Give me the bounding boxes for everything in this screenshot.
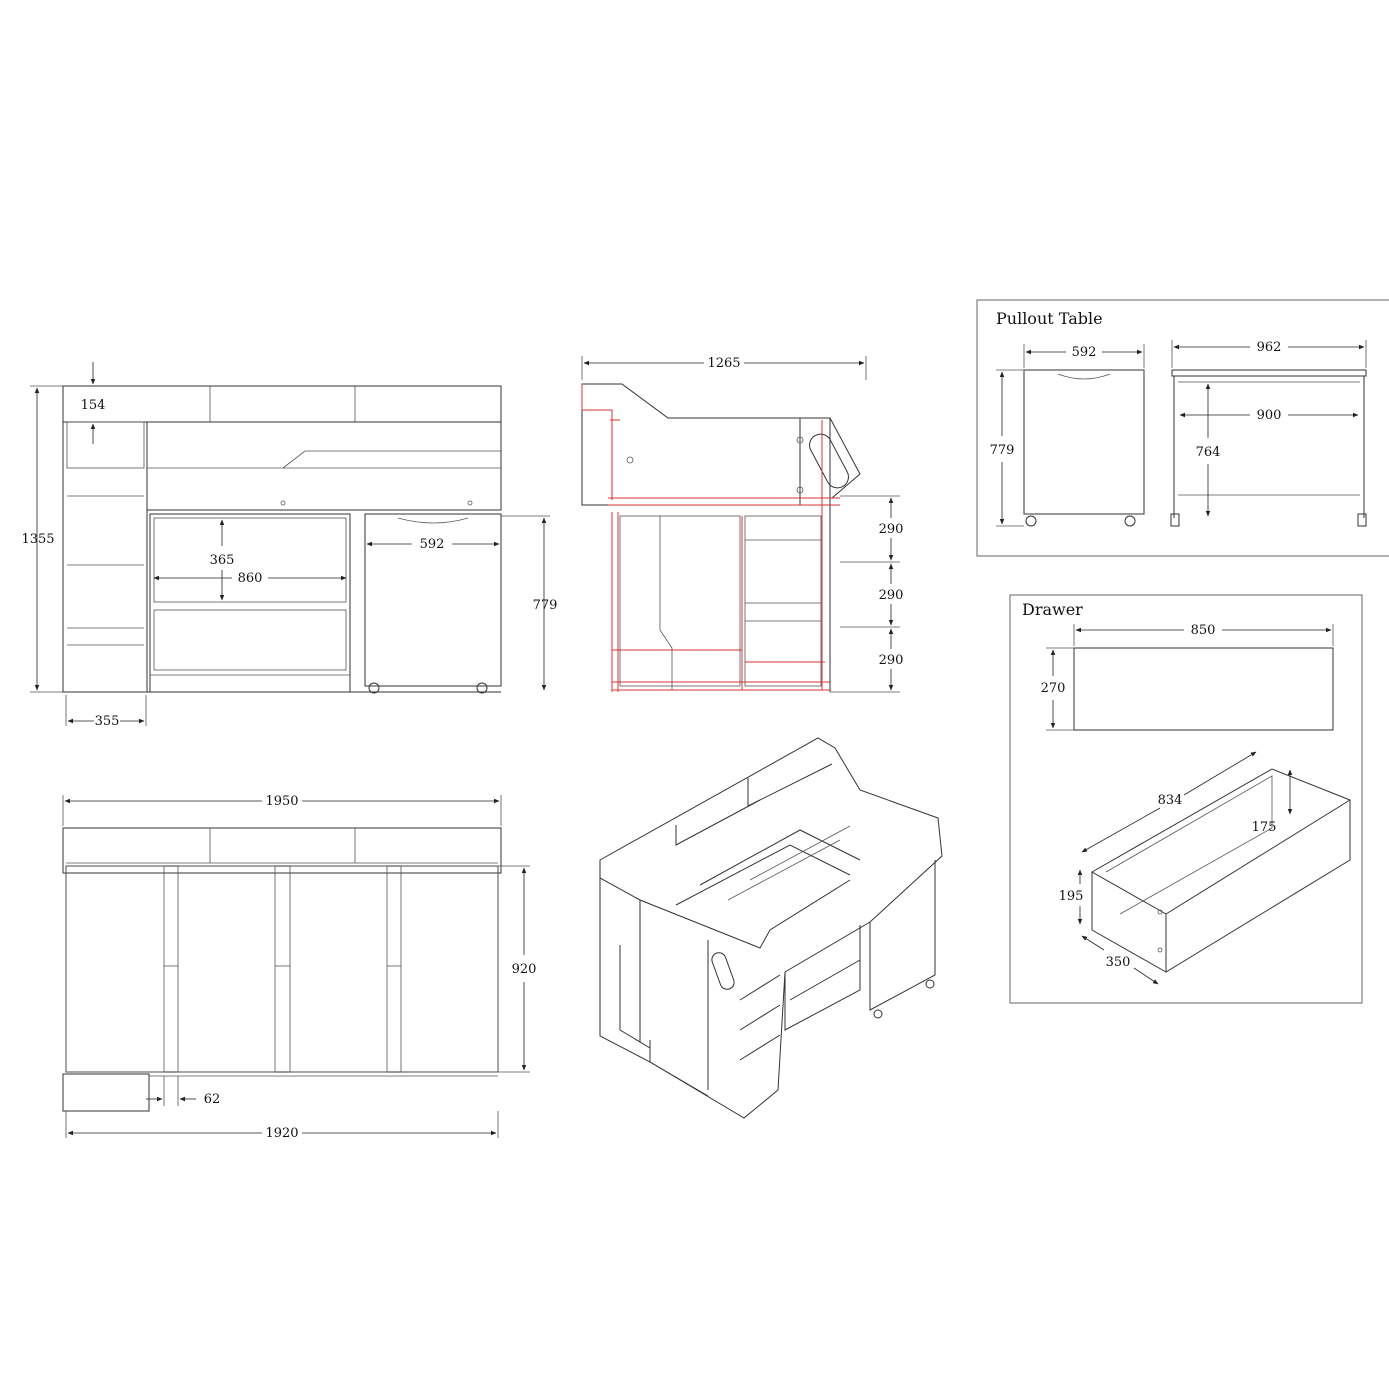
dim-step-2: 290 (879, 588, 904, 603)
dr-dim-box-depth: 175 (1252, 820, 1277, 835)
dim-slat-depth: 920 (512, 962, 537, 977)
side-elevation: 1265 290 29 (581, 356, 904, 693)
dim-inner-length: 1920 (265, 1126, 298, 1141)
dim-gap: 62 (204, 1092, 221, 1107)
dim-step-3: 290 (879, 653, 904, 668)
dim-table-width: 592 (420, 537, 445, 552)
dr-dim-front-height: 270 (1041, 681, 1066, 696)
pullout-table-title: Pullout Table (996, 309, 1103, 328)
pt-dim-height: 779 (990, 443, 1015, 458)
dim-side-depth: 1265 (707, 356, 740, 371)
dim-overall-length: 1950 (265, 794, 298, 809)
dim-step-1: 290 (879, 522, 904, 537)
dr-dim-box-length: 834 (1158, 793, 1183, 808)
pt-dim-width: 592 (1072, 345, 1097, 360)
dim-total-height: 1355 (21, 532, 54, 547)
pt-dim-inner-height: 764 (1196, 445, 1221, 460)
dim-ladder-width: 355 (95, 714, 120, 729)
dim-table-height: 779 (533, 598, 558, 613)
front-elevation: 1355 154 365 860 592 779 355 (21, 362, 557, 729)
dim-top-shelf: 154 (81, 398, 106, 413)
dr-dim-box-width: 350 (1106, 955, 1131, 970)
pullout-table-panel: Pullout Table 592 779 962 900 764 (976, 299, 1389, 557)
dim-desk-gap: 365 (210, 553, 235, 568)
drawer-title: Drawer (1022, 600, 1083, 619)
drawer-panel: Drawer 850 270 834 175 195 350 (1009, 594, 1363, 1004)
dim-desk-width: 860 (238, 571, 263, 586)
pt-dim-depth: 962 (1257, 340, 1282, 355)
dr-dim-box-height: 195 (1059, 889, 1084, 904)
isometric-view (599, 737, 943, 1119)
pt-dim-inner-width: 900 (1257, 408, 1282, 423)
dr-dim-front-width: 850 (1191, 623, 1216, 638)
top-view: 1950 920 62 1920 (62, 794, 537, 1141)
